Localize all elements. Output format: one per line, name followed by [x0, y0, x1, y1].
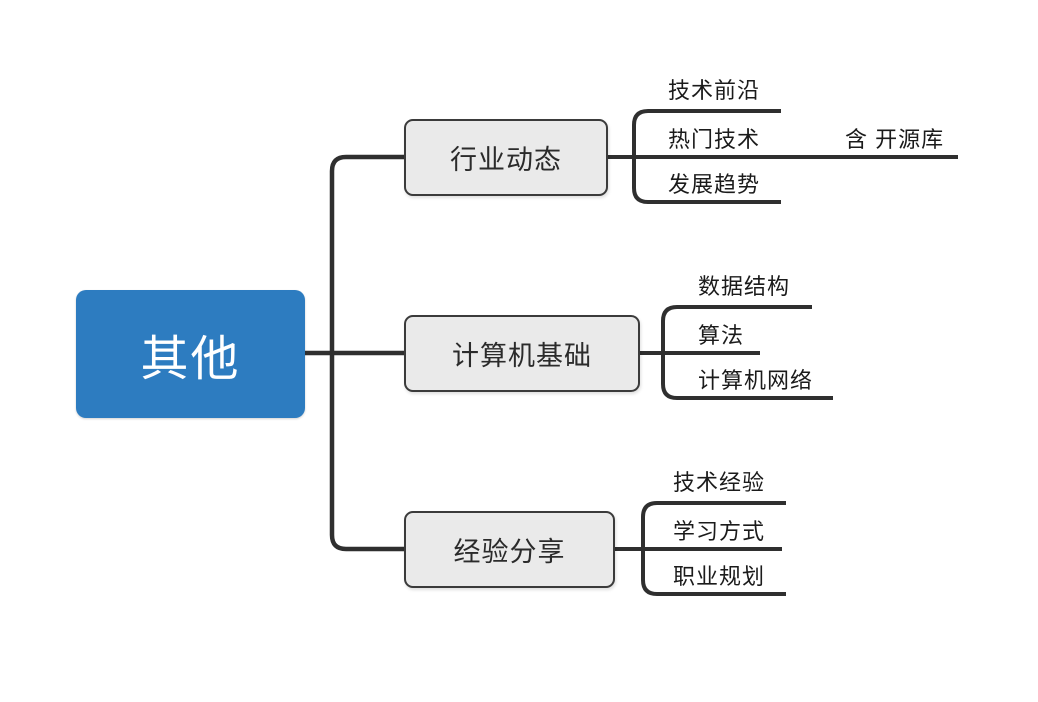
branch-node-2[interactable]: 计算机基础 [404, 315, 640, 392]
leaf-label-3-2[interactable]: 学习方式 [673, 519, 766, 544]
leaf-label-3-1[interactable]: 技术经验 [673, 470, 766, 495]
branch-node-3-label: 经验分享 [453, 537, 566, 567]
main-trunk [329, 154, 404, 552]
leaf-label-2-3[interactable]: 计算机网络 [698, 368, 814, 393]
leaf-extra-1-2[interactable]: 含 开源库 [845, 127, 945, 152]
root-node[interactable]: 其他 [76, 290, 305, 418]
root-node-label: 其他 [140, 333, 241, 386]
branch-node-2-label: 计算机基础 [452, 341, 592, 371]
leaf-label-2-1[interactable]: 数据结构 [698, 274, 791, 299]
leaf-label-1-3[interactable]: 发展趋势 [668, 172, 761, 197]
leaf-label-1-2[interactable]: 热门技术 [668, 127, 761, 152]
branch-node-1-label: 行业动态 [450, 145, 562, 175]
branch-node-1[interactable]: 行业动态 [404, 119, 608, 196]
leaf-label-1-1[interactable]: 技术前沿 [668, 78, 761, 103]
leaf-label-2-2[interactable]: 算法 [698, 323, 745, 348]
branch-node-3[interactable]: 经验分享 [404, 511, 615, 588]
leaf-label-3-3[interactable]: 职业规划 [673, 564, 766, 589]
